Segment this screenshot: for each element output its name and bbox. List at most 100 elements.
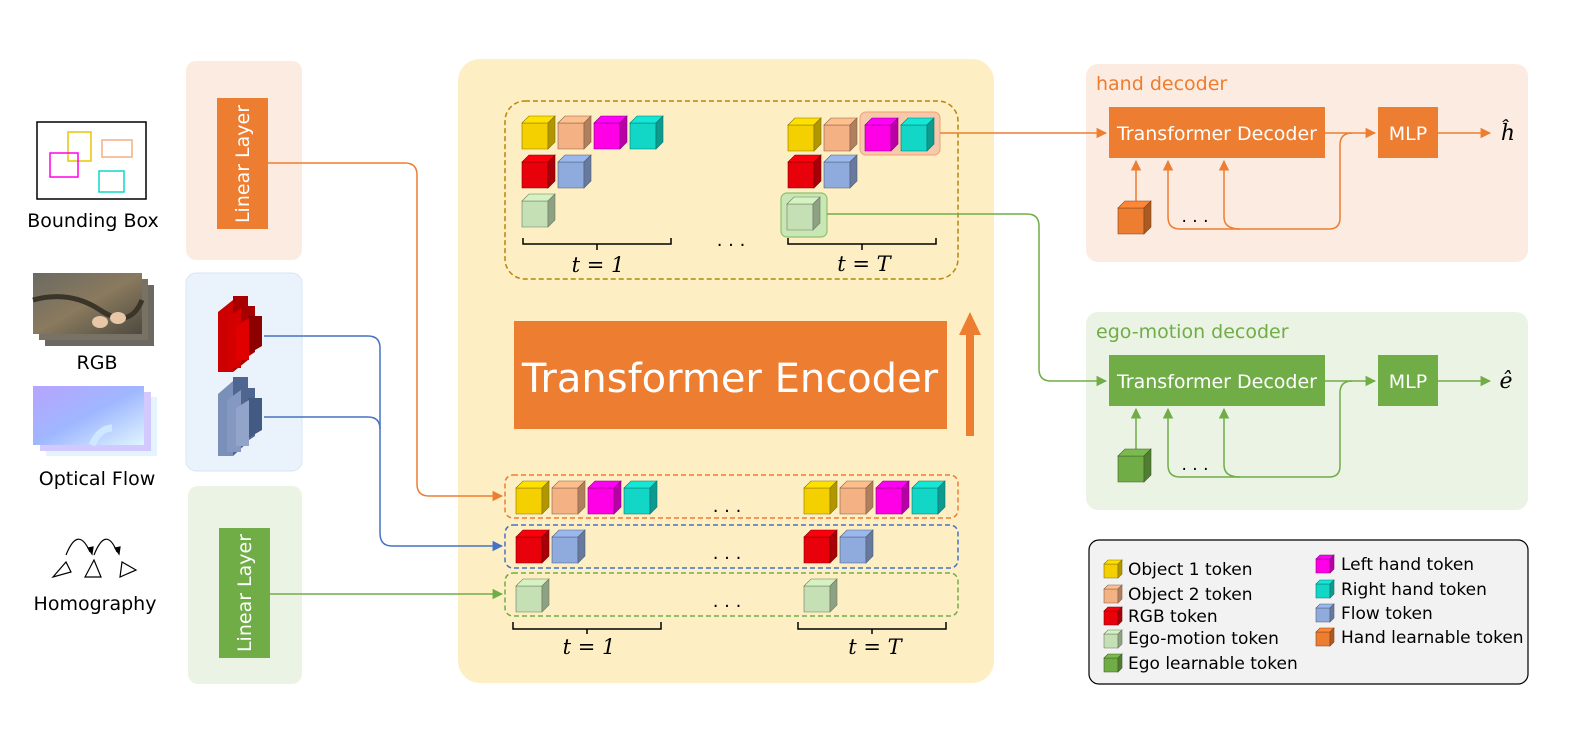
- token-cube: [864, 117, 899, 152]
- token-cube: [521, 154, 556, 189]
- bbox-connector: [268, 162, 504, 502]
- token-cube: [803, 578, 838, 613]
- token-cube: [787, 154, 822, 189]
- encoder-up-arrow: [959, 312, 981, 436]
- encoder-output-group: [504, 100, 959, 280]
- token-cube: [803, 529, 838, 564]
- hand-transformer-decoder-label: Transformer Decoder: [1116, 123, 1317, 145]
- token-cube: [515, 480, 550, 515]
- token-cube: [587, 480, 622, 515]
- bounding-box-label: Bounding Box: [27, 210, 159, 232]
- legend-label-ego-learnable: Ego learnable token: [1128, 654, 1298, 674]
- visual-row-ellipsis: . . .: [713, 543, 742, 564]
- top-ellipsis: . . .: [717, 230, 746, 251]
- ego-mlp-label: MLP: [1389, 371, 1427, 393]
- token-cube: [521, 115, 556, 150]
- token-cube: [515, 578, 550, 613]
- token-cube: [823, 154, 858, 189]
- legend-swatch: [1315, 603, 1335, 623]
- transformer-encoder-title: Transformer Encoder: [521, 356, 939, 402]
- token-cube: [557, 154, 592, 189]
- hand-transformer-decoder: [1109, 107, 1325, 158]
- homography-icon: [51, 538, 138, 579]
- legend-swatch: [1103, 559, 1123, 579]
- token-cube: [839, 480, 874, 515]
- ego-feedback-loop: [1162, 380, 1353, 478]
- ego-token-row: [504, 572, 959, 617]
- bbox-row-ellipsis: . . .: [713, 496, 742, 517]
- legend-label-ego-motion: Ego-motion token: [1128, 629, 1279, 649]
- hand-mlp-label: MLP: [1389, 123, 1427, 145]
- token-cube: [787, 117, 822, 152]
- hand-mlp: [1378, 107, 1438, 158]
- transformer-encoder-block: [514, 321, 947, 429]
- ego-row-ellipsis: . . .: [713, 591, 742, 612]
- token-cube: [515, 529, 550, 564]
- hand-feedback-loop: [1162, 132, 1353, 230]
- legend-box: [1088, 539, 1529, 685]
- legend-label-object1: Object 1 token: [1128, 560, 1253, 580]
- hand-output: ĥ: [1501, 119, 1515, 146]
- bounding-box-input: [36, 121, 147, 200]
- token-cube: [557, 115, 592, 150]
- ego-transformer-decoder: [1109, 355, 1325, 406]
- rgb-cnn-icon: [218, 296, 262, 372]
- token-cube: [839, 529, 874, 564]
- top-t-first: t = 1: [572, 253, 625, 277]
- legend-label-left-hand: Left hand token: [1341, 555, 1474, 575]
- token-cube: [875, 480, 910, 515]
- token-cube: [521, 193, 556, 228]
- legend-swatch: [1103, 584, 1123, 604]
- bbox-token-row: [504, 474, 959, 519]
- linear-layer-green-label: Linear Layer: [234, 534, 256, 652]
- token-cube: [803, 480, 838, 515]
- token-cube: [900, 117, 935, 152]
- ego-learnable-token-cube: [1117, 448, 1152, 483]
- token-cube: [911, 480, 946, 515]
- token-cube: [593, 115, 628, 150]
- ego-feedback-inner: [1218, 407, 1241, 478]
- ego-token-connector: [827, 213, 1108, 387]
- hand-decoder-title: hand decoder: [1096, 73, 1227, 95]
- token-cube: [551, 480, 586, 515]
- ego-mlp: [1378, 355, 1438, 406]
- optical-flow-label: Optical Flow: [39, 468, 156, 490]
- token-cube: [629, 115, 664, 150]
- ego-decoder-ellipsis: . . .: [1181, 455, 1208, 475]
- linear-layer-orange: Linear Layer: [217, 98, 268, 229]
- flow-connector: [264, 416, 381, 430]
- legend-label-object2: Object 2 token: [1128, 585, 1253, 605]
- linear-layer-orange-label: Linear Layer: [232, 105, 254, 223]
- connectors: [264, 127, 1492, 600]
- token-cube: [786, 196, 821, 231]
- legend-swatch: [1103, 653, 1123, 673]
- bottom-t-first: t = 1: [563, 635, 616, 659]
- hand-feedback-inner: [1218, 159, 1241, 230]
- top-t-last: t = T: [837, 252, 892, 276]
- legend-label-hand-learnable: Hand learnable token: [1341, 628, 1524, 648]
- ego-output: ê: [1499, 369, 1512, 394]
- bottom-t-last: t = T: [848, 635, 903, 659]
- legend-swatch: [1103, 606, 1123, 626]
- visual-token-row: [504, 524, 959, 569]
- ego-transformer-decoder-label: Transformer Decoder: [1116, 371, 1317, 393]
- token-cube: [623, 480, 658, 515]
- token-cube: [823, 117, 858, 152]
- homography-label: Homography: [34, 593, 157, 615]
- rgb-frames-input: [32, 273, 154, 346]
- hand-learnable-token-cube: [1117, 200, 1152, 235]
- legend-swatch: [1103, 629, 1123, 649]
- time-braces: [512, 238, 947, 634]
- rgb-label: RGB: [77, 352, 118, 374]
- legend-label-rgb: RGB token: [1128, 607, 1218, 627]
- legend-label-right-hand: Right hand token: [1341, 580, 1487, 600]
- legend-label-flow: Flow token: [1341, 604, 1433, 624]
- token-cube: [551, 529, 586, 564]
- legend-swatch: [1315, 554, 1335, 574]
- optical-flow-input: [33, 386, 157, 456]
- flow-cnn-icon: [218, 377, 262, 456]
- legend-swatch: [1315, 579, 1335, 599]
- hand-decoder-ellipsis: . . .: [1181, 207, 1208, 227]
- ego-decoder-title: ego-motion decoder: [1096, 321, 1289, 343]
